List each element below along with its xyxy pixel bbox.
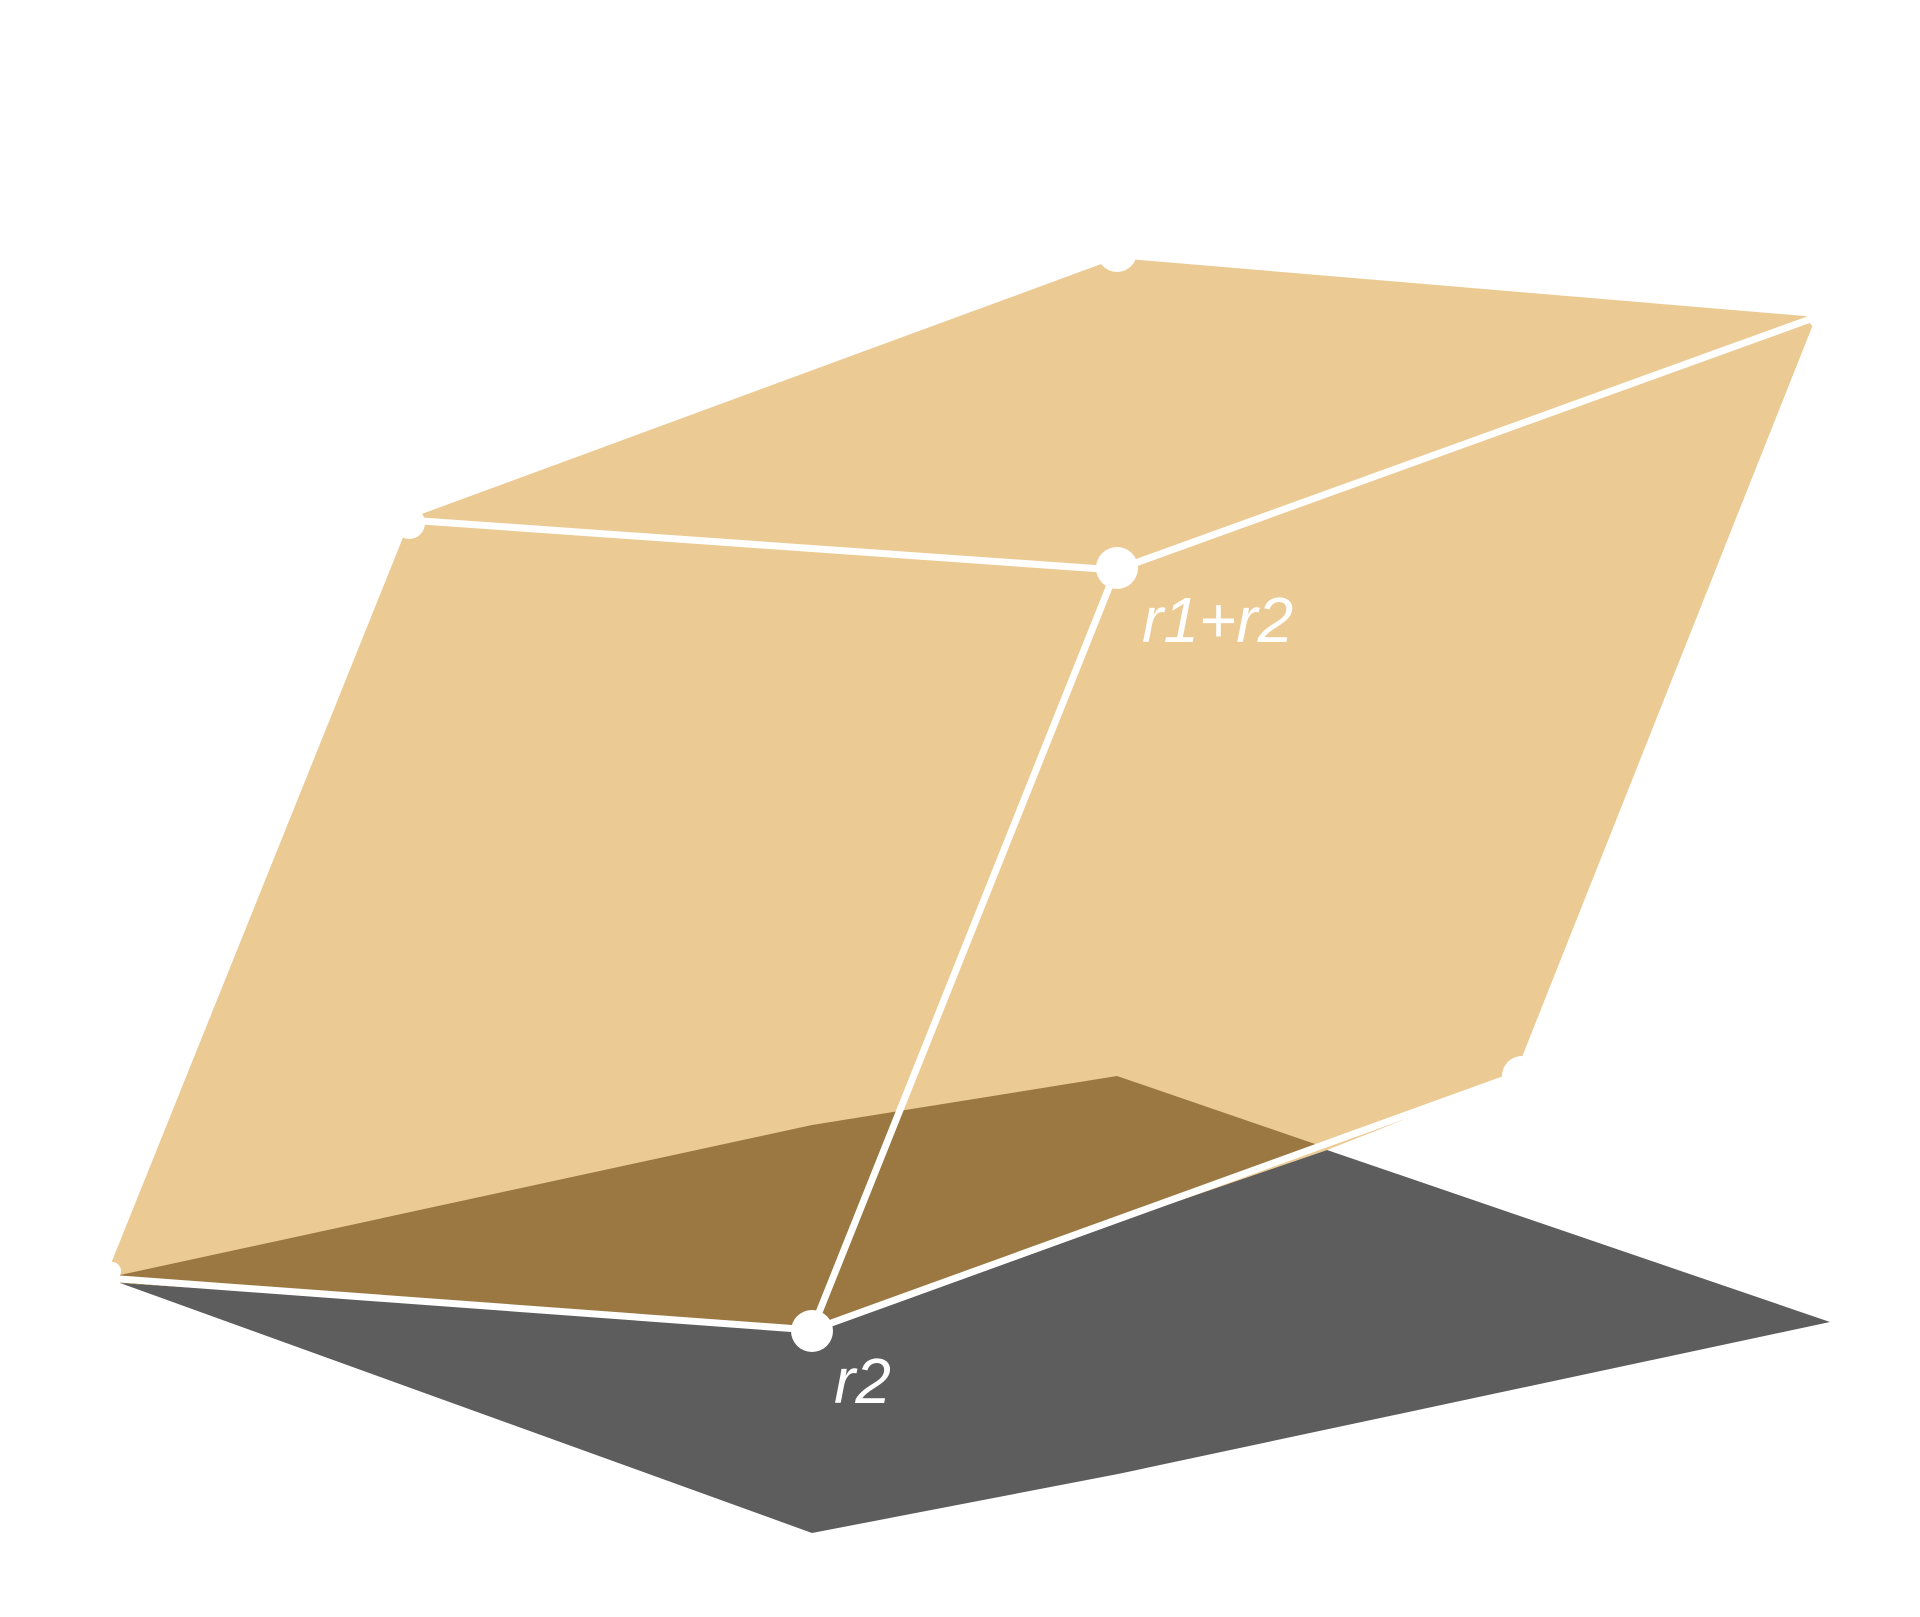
vertex-r2 [791,1310,833,1352]
vertex-right-bottom [1502,1056,1542,1096]
prism-edges [116,313,1820,1334]
base-plane [120,1150,1830,1533]
vertex-dots [103,232,1826,1352]
vertex-origin [103,1262,121,1280]
vertex-top-back [1097,232,1137,272]
vertex-top-left [393,507,425,539]
label-r2: r2 [834,1345,891,1417]
edge-front-bottom [116,1275,816,1334]
base-overlap-region [120,1076,1318,1327]
vertex-r1-plus-r2 [1096,547,1138,589]
edge-front-vertical [808,566,1120,1334]
vertex-right-top [1808,309,1826,327]
edge-right-bottom [808,1069,1526,1334]
label-r1-plus-r2: r1+r2 [1142,584,1293,656]
edge-right-top [1112,313,1820,574]
edge-front-top [404,516,1120,574]
